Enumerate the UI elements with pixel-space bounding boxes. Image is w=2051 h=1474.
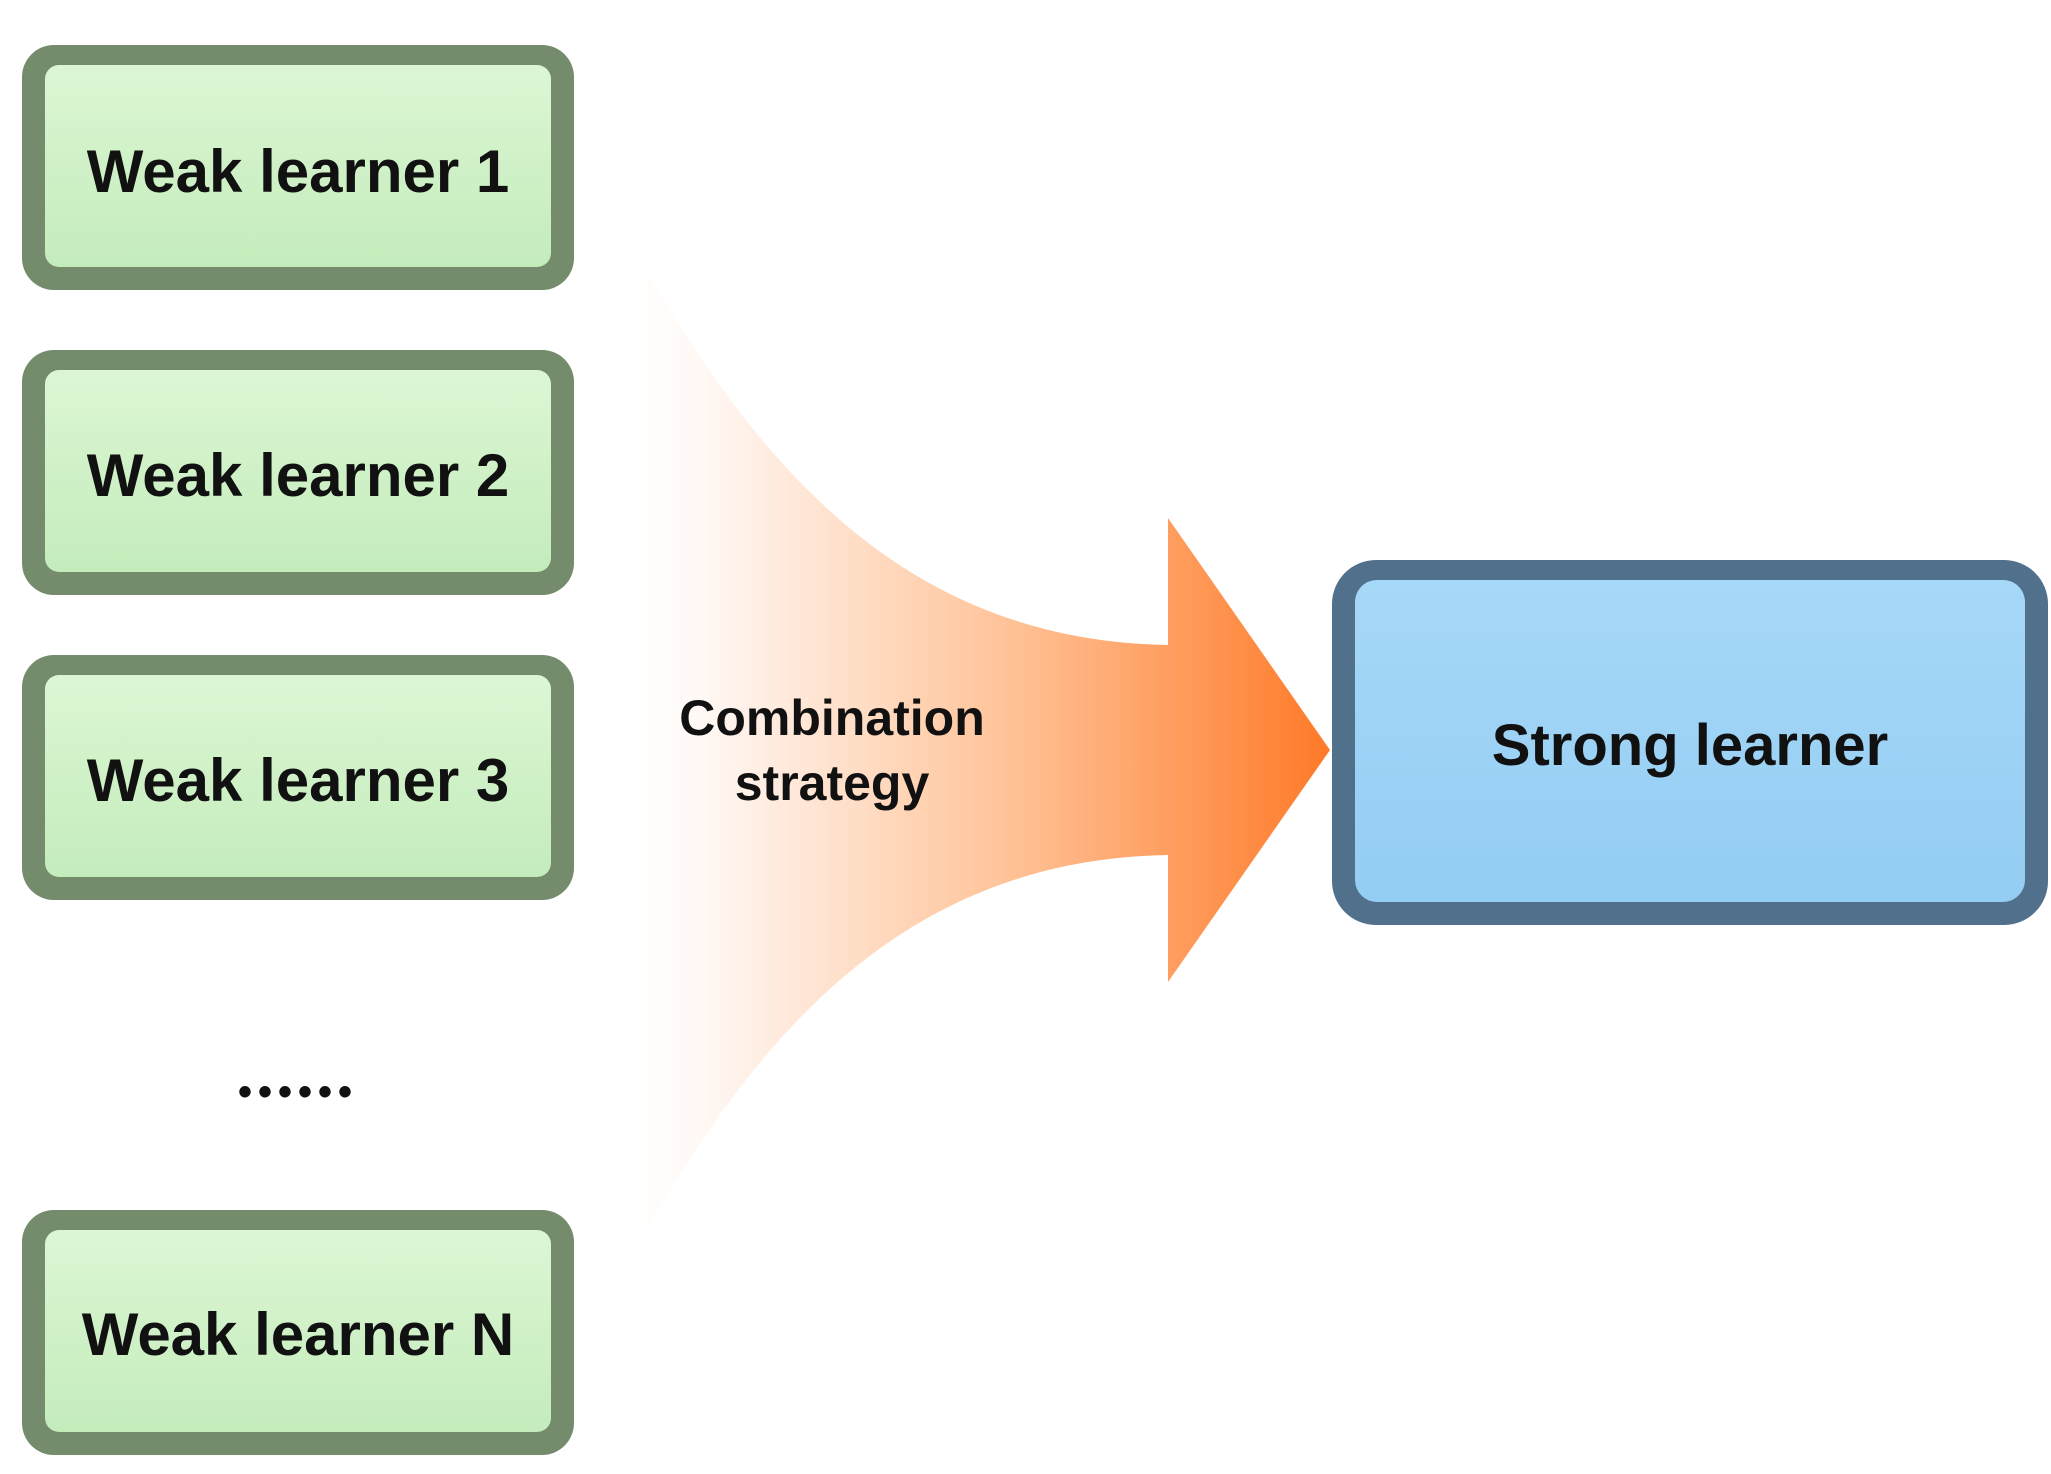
strong-learner-label: Strong learner bbox=[1492, 713, 1888, 778]
weak-learner-label-3: Weak learner 3 bbox=[87, 747, 510, 814]
weak-learner-label-n: Weak learner N bbox=[82, 1301, 514, 1368]
weak-learner-box-3: Weak learner 3 bbox=[22, 655, 574, 900]
combination-label-line2: strategy bbox=[735, 755, 930, 811]
combination-arrow bbox=[610, 210, 1330, 1290]
weak-learner-label-2: Weak learner 2 bbox=[87, 442, 510, 509]
weak-learner-label-1: Weak learner 1 bbox=[87, 138, 510, 205]
weak-learner-box-2: Weak learner 2 bbox=[22, 350, 574, 595]
ellipsis-dots: •••••• bbox=[238, 1070, 358, 1114]
strong-learner-box: Strong learner bbox=[1332, 560, 2048, 925]
weak-learner-box-1: Weak learner 1 bbox=[22, 45, 574, 290]
combination-label-line1: Combination bbox=[679, 690, 985, 746]
weak-learner-box-n: Weak learner N bbox=[22, 1210, 574, 1455]
